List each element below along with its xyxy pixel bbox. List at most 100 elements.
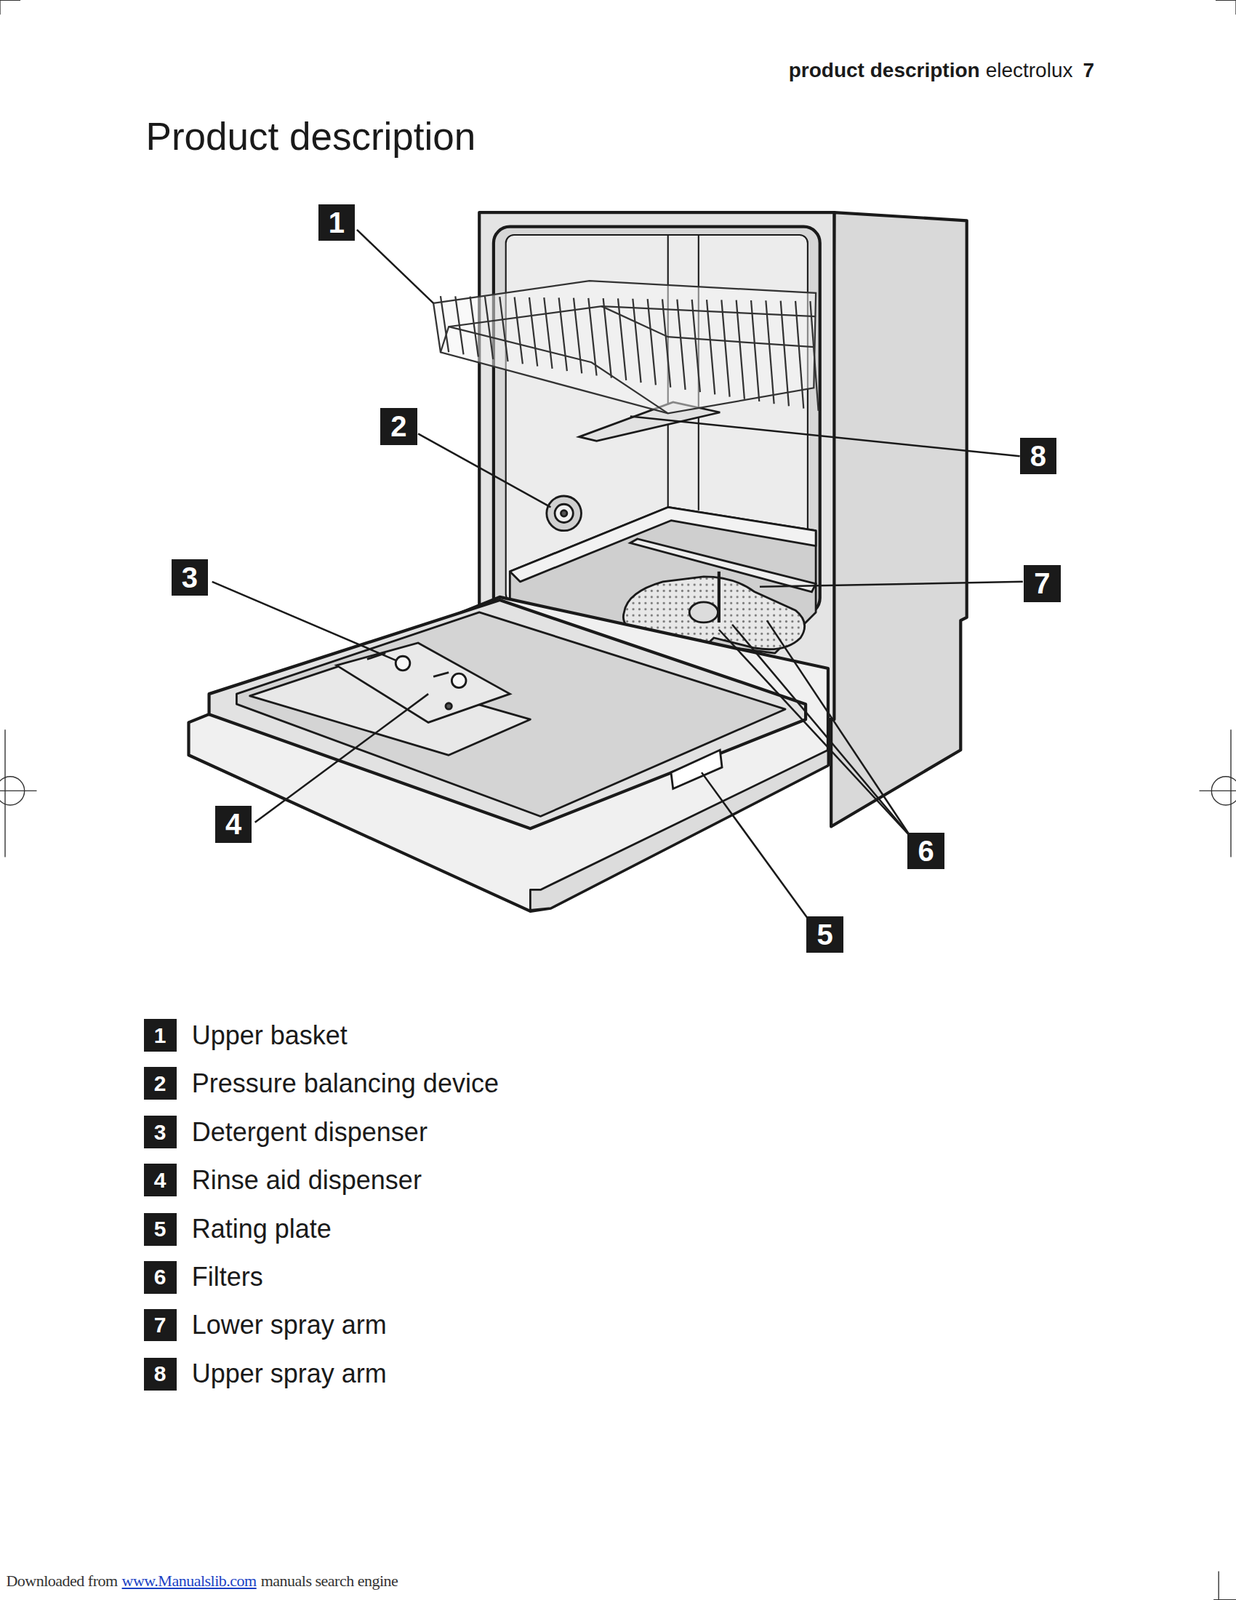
crop-marks xyxy=(1215,0,1236,1)
leader-lines xyxy=(767,620,912,837)
leader-lines xyxy=(759,581,1023,587)
pressure-balancing-device xyxy=(546,495,582,531)
crop-marks xyxy=(0,0,1,15)
detergent-dispenser xyxy=(445,703,452,709)
upper-basket xyxy=(736,300,745,400)
callout-number: 7 xyxy=(143,1308,177,1342)
leader-lines xyxy=(701,772,808,919)
crop-marks xyxy=(0,776,25,805)
door xyxy=(209,599,807,829)
callout-number: 1 xyxy=(143,1018,177,1052)
callout-number-text: 3 xyxy=(154,1121,167,1143)
crop-marks xyxy=(1235,0,1236,15)
part-name: Lower spray arm xyxy=(191,1309,387,1340)
cabinet xyxy=(831,212,967,826)
callout-number: 2 xyxy=(143,1066,177,1100)
crop-marks xyxy=(1217,1570,1219,1599)
upper-basket xyxy=(433,280,818,413)
callout-number: 6 xyxy=(143,1260,177,1294)
callout-number-text: 4 xyxy=(154,1169,167,1191)
callout-number-text: 6 xyxy=(154,1265,167,1288)
upper-basket xyxy=(484,296,493,360)
upper-basket xyxy=(455,295,464,355)
detergent-dispenser xyxy=(336,642,510,722)
page-header: product descriptionelectrolux7 xyxy=(788,58,1095,83)
upper-basket xyxy=(573,298,582,374)
part-name: Upper basket xyxy=(191,1020,348,1051)
callout-number-text: 2 xyxy=(390,411,407,441)
upper-basket xyxy=(529,297,538,367)
page-title: Product description xyxy=(146,114,477,159)
leader-lines xyxy=(356,229,434,304)
upper-basket xyxy=(440,295,819,411)
download-footer: Downloaded fromwww.Manualslib.commanuals… xyxy=(5,1571,398,1591)
callout-number: 8 xyxy=(1020,437,1057,475)
pressure-balancing-device xyxy=(560,510,567,517)
callout-number: 2 xyxy=(380,407,417,445)
upper-basket xyxy=(632,298,641,383)
part-name: Pressure balancing device xyxy=(191,1068,499,1099)
upper-basket xyxy=(440,295,449,352)
crop-marks xyxy=(1213,1598,1236,1600)
callout-number: 4 xyxy=(143,1163,177,1197)
upper-basket xyxy=(765,300,774,404)
rating-plate xyxy=(671,749,722,789)
upper-basket xyxy=(721,299,730,397)
upper-basket xyxy=(751,300,760,402)
callout-number: 6 xyxy=(907,832,944,869)
upper-basket xyxy=(588,298,597,376)
upper-basket xyxy=(647,298,656,385)
callout-number: 7 xyxy=(1023,564,1061,602)
filter xyxy=(717,571,721,623)
door xyxy=(236,612,786,817)
callout-number-text: 7 xyxy=(1033,568,1050,598)
crop-marks xyxy=(0,0,21,1)
upper-basket xyxy=(706,299,715,395)
upper-basket xyxy=(795,301,804,409)
upper-basket xyxy=(470,296,479,357)
callout-number: 5 xyxy=(806,916,843,953)
upper-basket xyxy=(433,280,816,413)
callout-number-text: 6 xyxy=(917,836,934,866)
upper-basket xyxy=(559,297,568,371)
pressure-balancing-device xyxy=(546,495,582,531)
leader-lines xyxy=(212,229,1023,919)
upper-basket xyxy=(692,299,701,392)
detergent-dispenser xyxy=(395,655,411,671)
detergent-dispenser xyxy=(433,672,449,677)
upper-basket xyxy=(618,298,626,380)
callout-number-text: 3 xyxy=(181,562,198,592)
upper-basket xyxy=(809,301,818,411)
footer-text: Downloaded from xyxy=(5,1571,118,1591)
detergent-dispenser xyxy=(451,673,467,688)
callout-number: 8 xyxy=(143,1357,177,1391)
callout-number: 3 xyxy=(171,559,208,596)
part-name: Rinse aid dispenser xyxy=(191,1164,422,1196)
leader-lines xyxy=(732,624,911,837)
callout-number-text: 5 xyxy=(817,919,834,949)
leader-lines xyxy=(719,629,912,837)
part-name: Filters xyxy=(191,1261,264,1292)
lower-spray-arm xyxy=(630,538,816,592)
website-link: www.Manualslib.com xyxy=(122,1571,257,1591)
callout-number-text: 5 xyxy=(154,1217,167,1240)
callout-number: 3 xyxy=(143,1115,177,1149)
crop-marks xyxy=(1230,729,1231,857)
callout-number-text: 4 xyxy=(225,809,242,839)
upper-basket xyxy=(514,296,523,364)
callout-number: 1 xyxy=(318,204,355,241)
callout-number-text: 8 xyxy=(154,1362,167,1385)
upper-basket xyxy=(603,298,612,379)
footer-text: manuals search engine xyxy=(261,1571,399,1591)
leader-lines xyxy=(630,416,1021,457)
detergent-dispenser xyxy=(336,642,510,722)
upper-basket xyxy=(499,296,508,362)
leader-lines xyxy=(255,693,429,823)
section-name: product description xyxy=(788,58,981,83)
callout-number-text: 8 xyxy=(1030,441,1047,471)
upper-basket xyxy=(662,298,671,387)
upper-basket xyxy=(676,299,685,390)
leader-lines xyxy=(212,581,396,661)
part-name: Rating plate xyxy=(191,1213,332,1244)
